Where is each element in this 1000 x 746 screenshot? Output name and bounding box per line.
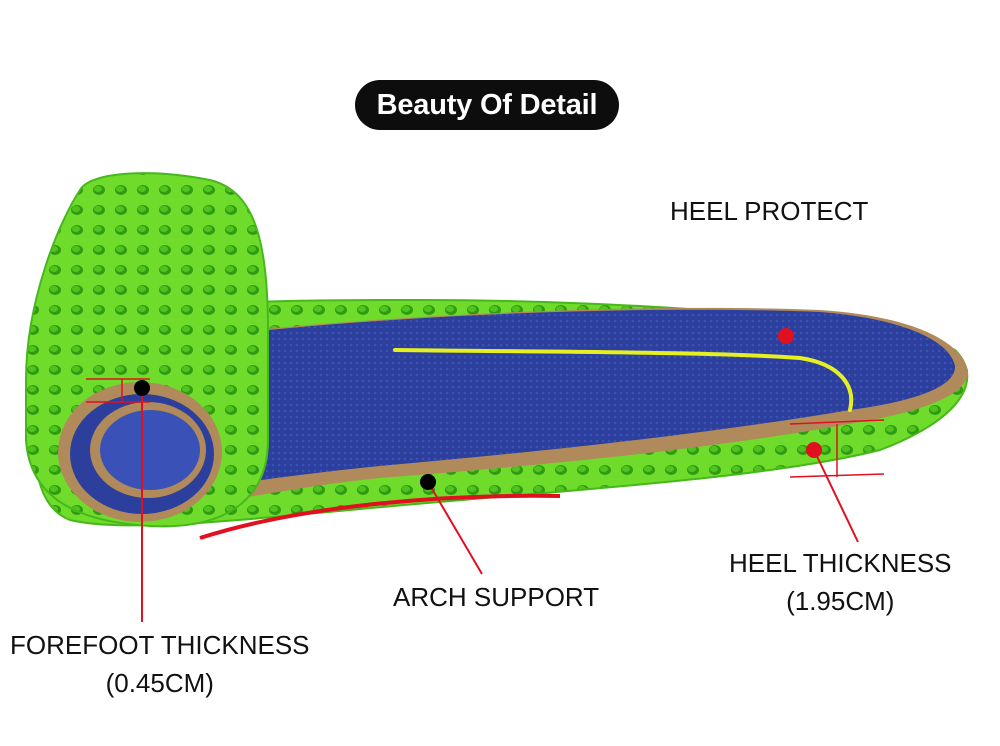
arch-support-label: ARCH SUPPORT [393,582,600,612]
forefoot-thickness-value: (0.45CM) [105,668,214,698]
arch-support-curve [199,493,561,540]
heel-thickness-title: HEEL THICKNESS [729,548,952,578]
forefoot-thickness-label: FOREFOOT THICKNESS (0.45CM) [10,626,310,702]
roll-inner-fabric [100,410,200,490]
heel-thickness-label: HEEL THICKNESS (1.95CM) [729,544,952,620]
heel-dot [806,442,822,458]
forefoot-dot [134,380,150,396]
heel-protect-label: HEEL PROTECT [670,196,869,226]
heel-protect-dot [778,328,794,344]
heel-leader-line [813,449,859,543]
section-title: Beauty Of Detail [376,88,598,121]
heel-thickness-value: (1.95CM) [786,586,895,616]
arch-leader-line [427,481,483,575]
arch-dot [420,474,436,490]
insole-fabric-top [215,309,956,486]
section-title-badge: Beauty Of Detail [355,80,619,130]
heel-protect-curve [393,348,854,412]
forefoot-thickness-title: FOREFOOT THICKNESS [10,630,310,660]
heel-measure-top [789,419,885,425]
